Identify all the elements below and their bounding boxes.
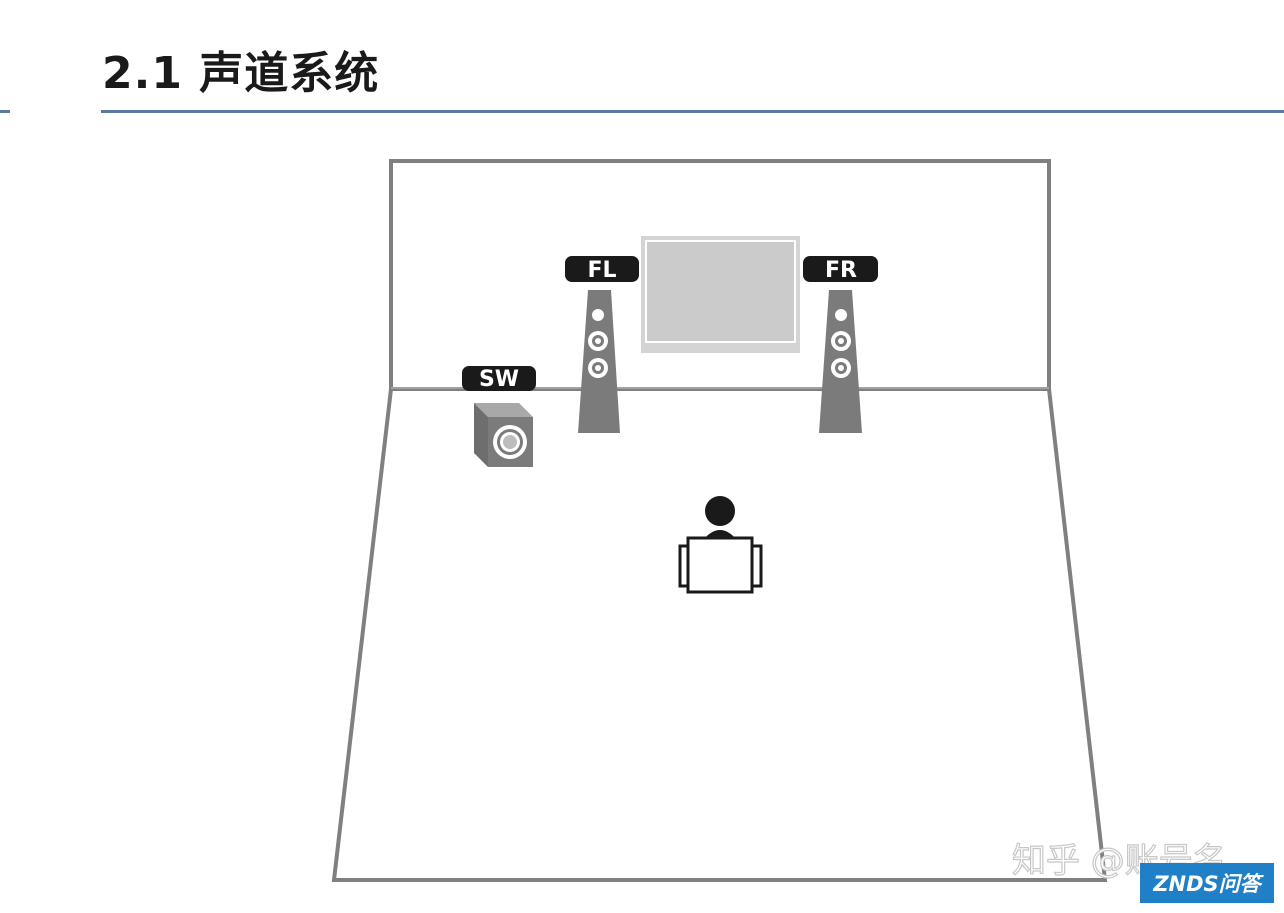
front-right-speaker [819,290,862,433]
tv-screen [641,236,800,353]
sw-tag: SW [462,366,536,392]
fr-tag: FR [803,256,878,283]
title-underline-stub [0,110,10,113]
znds-logo: ZNDS问答 [1140,863,1274,903]
sw-label: SW [479,367,519,392]
listener [678,496,763,594]
page-title: 2.1 声道系统 [102,48,380,99]
subwoofer [474,403,533,467]
fl-label: FL [587,258,616,283]
title-underline [101,110,1284,113]
fl-tag: FL [565,256,639,283]
floor [331,387,1108,882]
logo-text: ZNDS问答 [1152,872,1264,896]
fr-label: FR [825,258,857,283]
front-left-speaker [578,290,620,433]
